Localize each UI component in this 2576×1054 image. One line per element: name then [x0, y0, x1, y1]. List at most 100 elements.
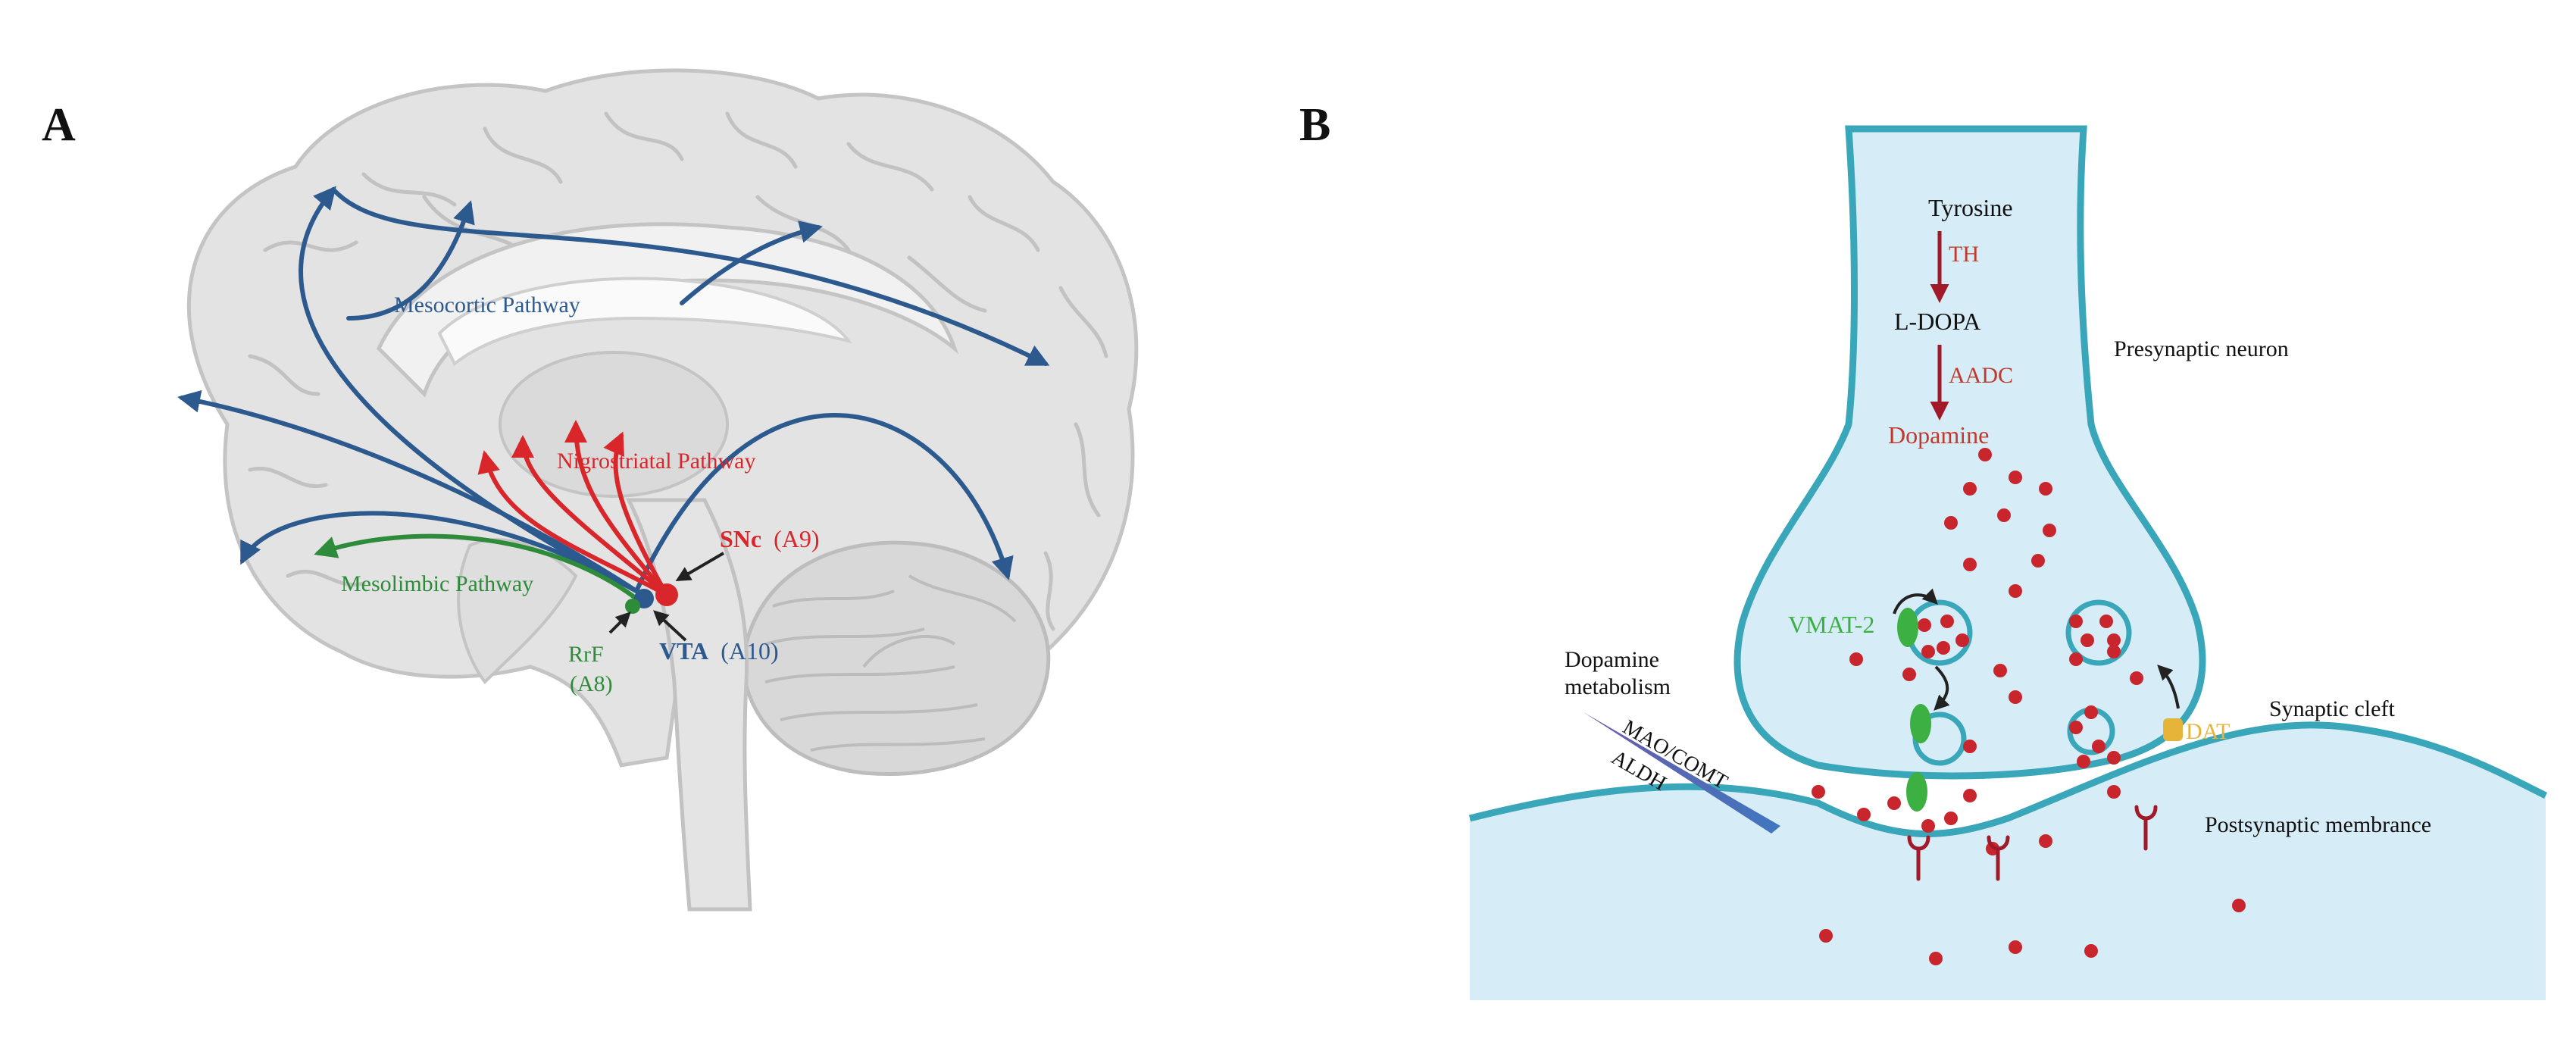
rrf-code: (A8)	[570, 671, 613, 696]
dopamine-dot	[2069, 652, 2083, 666]
ventricle	[437, 277, 852, 367]
dopamine-dot	[2107, 633, 2121, 647]
panel-b-letter: B	[1299, 99, 1330, 151]
dopamine-dot	[2092, 740, 2106, 753]
dopamine-dot	[1921, 645, 1935, 658]
aadc-label: AADC	[1949, 363, 2013, 388]
mesolimbic-pathway	[314, 533, 639, 601]
panel-b: B Tyrosine TH L-DOPA AADC Dopamine Presy…	[1299, 99, 2548, 1000]
dopamine-dot	[2080, 633, 2094, 647]
panel-a: A	[42, 68, 1139, 912]
vesicle	[1906, 599, 1973, 666]
postsynaptic-region	[1470, 724, 2546, 1000]
thalamus	[499, 351, 729, 498]
rrf-name: RrF	[568, 642, 604, 667]
dopamine-dot	[2009, 471, 2022, 484]
dopamine-dot	[1997, 508, 2011, 522]
dat-arrow	[2157, 665, 2180, 709]
dopamine-dot	[1918, 618, 1931, 632]
dopamine-dot	[1963, 558, 1977, 571]
dopamine-dot	[2107, 751, 2121, 765]
vmat2-transporters	[1897, 608, 1931, 812]
mesocortic-pathway	[177, 186, 1050, 593]
dopamine-dot	[1857, 808, 1871, 821]
hypothalamus	[457, 538, 578, 685]
nigrostriatal-label: Nigrostriatal Pathway	[557, 449, 755, 474]
vmat2-protein	[1897, 608, 1918, 647]
dopamine-dot	[1978, 448, 1992, 461]
dopamine-dot	[1812, 785, 1825, 799]
dopamine-dot	[2031, 554, 2045, 568]
dopamine-dot	[2009, 940, 2022, 954]
dopamine-dot	[2084, 944, 2098, 958]
dat-transporter	[2163, 718, 2183, 741]
dopamine-dot	[2130, 671, 2143, 685]
vmat2-protein	[1906, 772, 1927, 812]
dopamine-dot	[1902, 668, 1916, 681]
rrf-nucleus	[625, 599, 640, 614]
brainstem	[625, 498, 752, 912]
snc-name: SNc	[720, 525, 761, 552]
dopamine-dot	[1955, 633, 1969, 647]
snc-label: SNc (A9)	[720, 525, 820, 552]
dopamine-dot	[2009, 584, 2022, 598]
receptor	[1987, 835, 2010, 881]
mesocortic-label: Mesocortic Pathway	[394, 292, 580, 317]
vmat2-label: VMAT-2	[1788, 611, 1874, 638]
receptor	[1907, 835, 1930, 881]
receptors	[1907, 805, 2158, 881]
dopamine-molecules	[1812, 448, 2246, 965]
vta-label: VTA (A10)	[659, 637, 779, 665]
metabolism-label-line2: metabolism	[1565, 674, 1671, 699]
dopamine-dot	[1963, 789, 1977, 802]
dopamine-dot	[2069, 615, 2083, 628]
dopamine-dot	[1849, 652, 1863, 666]
cerebellum-folia	[764, 574, 1017, 752]
vta-name: VTA	[659, 637, 708, 665]
dopamine-dot	[2069, 721, 2083, 734]
nigrostriatal-pathway	[477, 420, 669, 597]
dopamine-dot	[2232, 899, 2246, 912]
nucleus-pointers	[608, 552, 725, 642]
th-label: TH	[1949, 242, 1979, 267]
postsynaptic-membrane	[1468, 721, 2548, 837]
dopamine-dot	[1819, 929, 1833, 943]
dopamine-dot	[1944, 812, 1958, 825]
vmat2-protein	[1910, 704, 1931, 743]
mesolimbic-label: Mesolimbic Pathway	[341, 571, 533, 596]
dopamine-dot	[2039, 482, 2052, 496]
dopamine-dot	[2077, 755, 2090, 768]
dopamine-dot	[1963, 740, 1977, 753]
dopamine-dot	[1937, 641, 1950, 655]
snc-nucleus	[655, 583, 678, 606]
dopamine-dot	[1921, 819, 1935, 833]
dopamine-dot	[1887, 796, 1901, 810]
presynaptic-label: Presynaptic neuron	[2114, 336, 2289, 361]
dopamine-dot	[2084, 705, 2098, 719]
dopamine-dot	[2043, 524, 2056, 537]
receptor	[2134, 805, 2158, 851]
dopamine-dot	[1944, 516, 1958, 530]
metabolism-label-line1: Dopamine	[1565, 647, 1659, 672]
panel-a-letter: A	[42, 99, 76, 151]
dopamine-dot	[2107, 785, 2121, 799]
postsynaptic-label: Postsynaptic membrance	[2205, 812, 2431, 837]
dopamine-dot	[2039, 834, 2052, 848]
vta-code: (A10)	[721, 637, 778, 665]
dopamine-dot	[2099, 615, 2113, 628]
dopamine-dot	[1940, 615, 1954, 628]
dopamine-dot	[1963, 482, 1977, 496]
dat-label: DAT	[2186, 719, 2230, 744]
dopamine-dot	[2009, 690, 2022, 704]
dopamine-label: Dopamine	[1888, 421, 1989, 449]
cerebellum	[740, 540, 1051, 776]
dopamine-dot	[2107, 645, 2121, 658]
synaptic-cleft-label: Synaptic cleft	[2269, 696, 2395, 721]
dopamine-dot	[1929, 952, 1943, 965]
metabolism-arrow	[1583, 712, 1780, 834]
vmat2-arrows	[1893, 588, 1950, 711]
snc-code: (A9)	[774, 525, 819, 552]
tyrosine-label: Tyrosine	[1928, 194, 2013, 221]
ldopa-label: L-DOPA	[1894, 308, 1980, 335]
